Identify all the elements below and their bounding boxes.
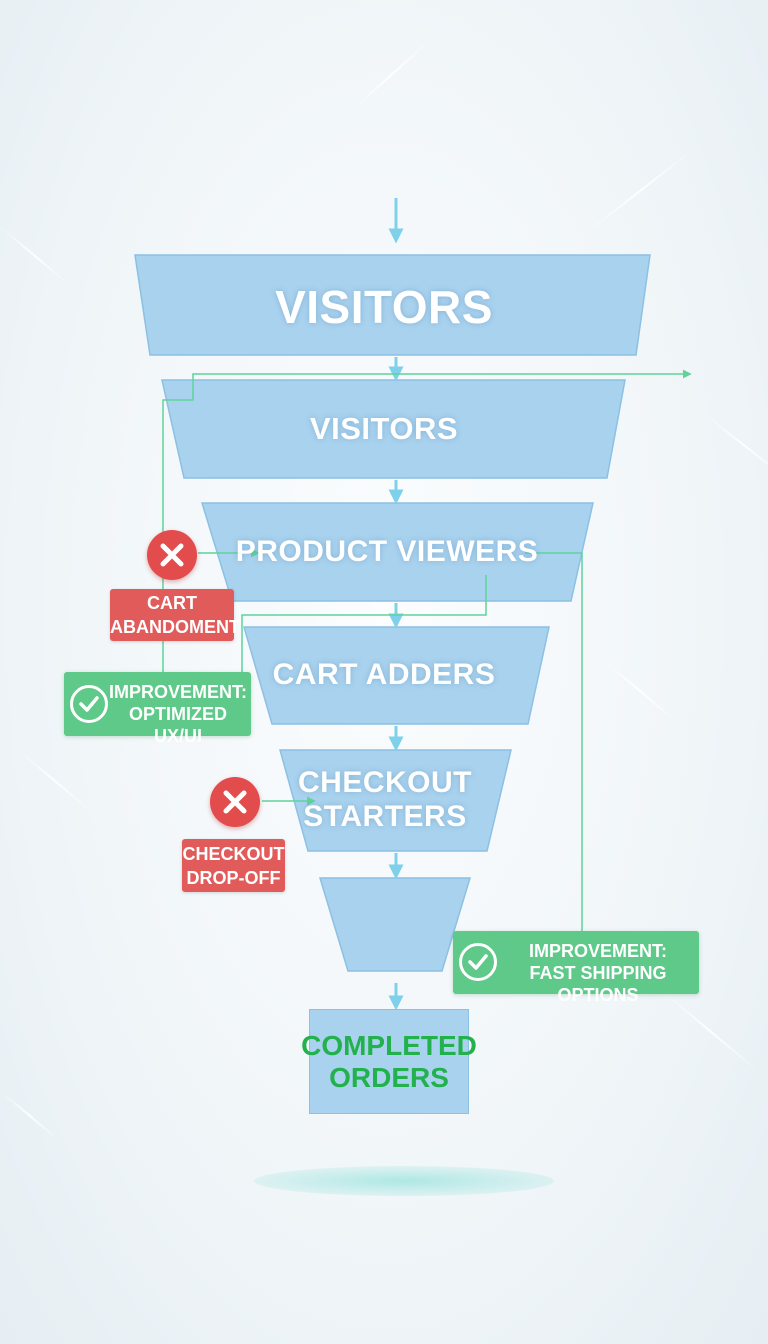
completed-orders-box: COMPLETED ORDERS — [301, 1009, 477, 1114]
improvement-shipping-badge: IMPROVEMENT: FAST SHIPPING OPTIONS — [453, 931, 699, 1005]
check-circle-icon — [70, 685, 108, 723]
x-icon — [147, 530, 197, 580]
checkout-dropoff-badge: CHECKOUT DROP-OFF — [182, 839, 285, 892]
connector-line — [162, 369, 692, 672]
check-circle-icon — [459, 943, 497, 981]
funnel-stage-2 — [161, 379, 626, 479]
stage-label-checkout-starters: CHECKOUT STARTERS — [298, 766, 472, 833]
funnel-stage-4 — [243, 626, 550, 725]
stage-label-visitors: VISITORS — [309, 411, 459, 446]
cart-abandonment-badge: CART ABANDOMENT — [110, 589, 240, 641]
stage-label-product-viewers: PRODUCT VIEWERS — [235, 535, 539, 568]
completed-orders-label: COMPLETED ORDERS — [301, 1029, 477, 1093]
stage-label-visitors-top: VISITORS — [275, 281, 493, 333]
improvement-ux-badge: IMPROVEMENT: OPTIMIZED UX/UI — [64, 672, 251, 746]
funnel-stage-1 — [134, 254, 651, 356]
stage-label-cart-adders: CART ADDERS — [272, 658, 496, 691]
funnel-stage-3 — [200, 502, 594, 602]
improvement-ux-label: IMPROVEMENT: OPTIMIZED UX/UI — [108, 682, 247, 746]
connector-line — [525, 552, 583, 931]
funnel-stage-6 — [318, 877, 472, 972]
improvement-shipping-label: IMPROVEMENT: FAST SHIPPING OPTIONS — [528, 941, 667, 1005]
base-glow — [254, 1166, 554, 1196]
x-icon — [210, 777, 260, 827]
funnel-stage-5 — [279, 749, 512, 852]
